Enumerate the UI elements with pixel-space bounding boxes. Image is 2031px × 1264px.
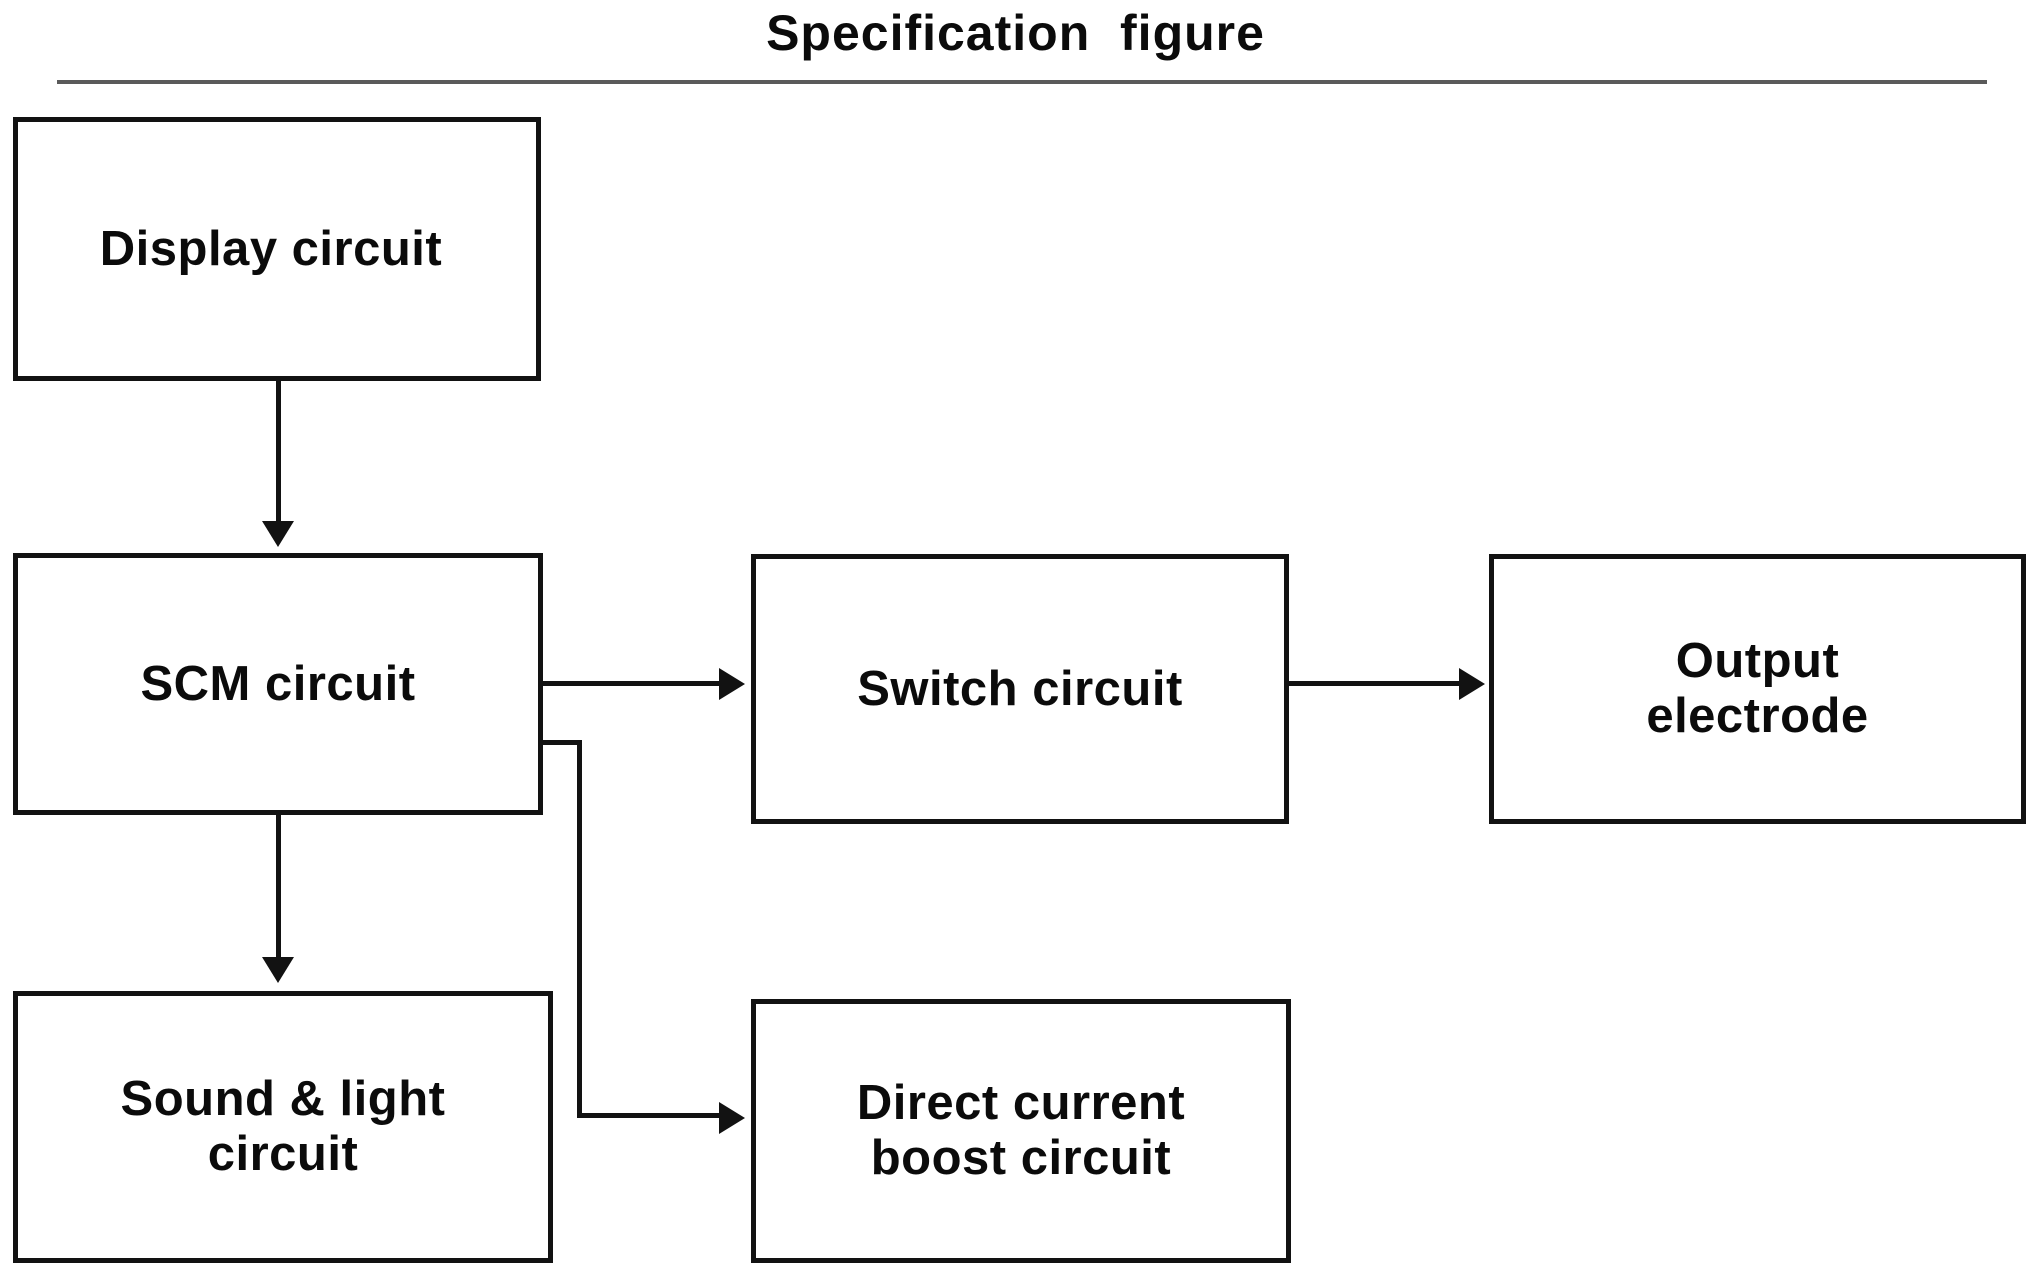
node-sound-and-light-circuit-label: Sound & light circuit (120, 1072, 446, 1181)
node-sound-and-light-circuit[interactable]: Sound & light circuit (13, 991, 553, 1263)
edge-scm-to-dcboost-segment-horizontal-bottom (577, 1113, 721, 1118)
node-output-electrode[interactable]: Output electrode (1489, 554, 2026, 824)
node-output-electrode-label: Output electrode (1646, 634, 1869, 743)
edge-scm-to-dcboost-segment-horizontal-top (543, 740, 582, 745)
node-scm-circuit-label: SCM circuit (140, 656, 416, 711)
node-scm-circuit[interactable]: SCM circuit (13, 553, 543, 815)
node-display-circuit[interactable]: Display circuit (13, 117, 541, 381)
title-divider (57, 80, 1987, 84)
edge-scm-to-dcboost-segment-vertical (577, 740, 582, 1118)
edge-scm-to-switch-line (543, 681, 721, 686)
edge-display-to-scm-arrowhead-icon (262, 521, 294, 547)
edge-switch-to-output-line (1289, 681, 1465, 686)
edge-scm-to-switch-arrowhead-icon (719, 668, 745, 700)
edge-switch-to-output-arrowhead-icon (1459, 668, 1485, 700)
figure-title: Specification figure (766, 5, 1265, 61)
edge-display-to-scm-line (276, 381, 281, 527)
node-switch-circuit[interactable]: Switch circuit (751, 554, 1289, 824)
node-display-circuit-label: Display circuit (99, 221, 443, 276)
node-switch-circuit-label: Switch circuit (857, 661, 1183, 716)
edge-scm-to-sound-arrowhead-icon (262, 957, 294, 983)
node-direct-current-boost-circuit-label: Direct current boost circuit (856, 1076, 1186, 1185)
edge-scm-to-dcboost-arrowhead-icon (719, 1102, 745, 1134)
edge-scm-to-sound-line (276, 815, 281, 961)
node-direct-current-boost-circuit[interactable]: Direct current boost circuit (751, 999, 1291, 1263)
